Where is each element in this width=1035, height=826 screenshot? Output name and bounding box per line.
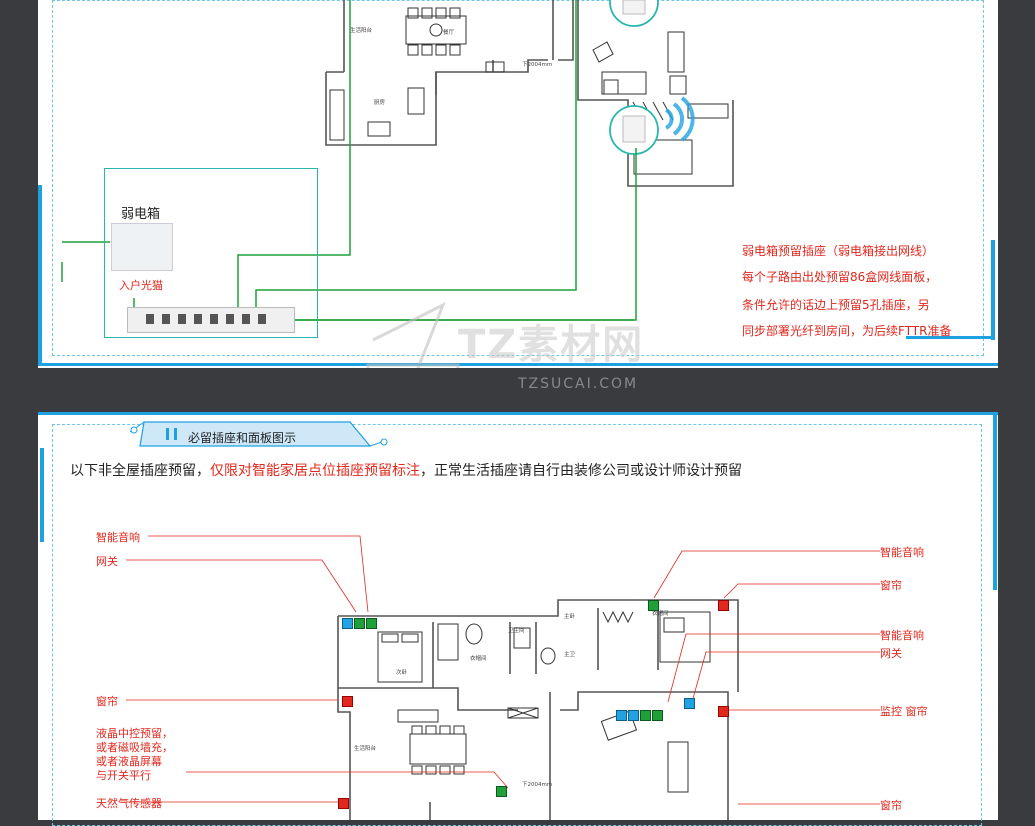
- watermark-brand: TZ素材网: [458, 322, 645, 368]
- left-accent-bar: [38, 185, 42, 365]
- speaker-marker: [640, 710, 651, 721]
- watermark-domain: TZSUCAI.COM: [518, 376, 639, 392]
- svg-text:厨房: 厨房: [374, 98, 386, 106]
- gateway-marker: [628, 710, 639, 721]
- bottom-accent-bar: [38, 363, 998, 366]
- intro-suffix: ，正常生活插座请自行由装修公司或设计师设计预留: [420, 463, 742, 479]
- note-line: 弱电箱预留插座（弱电箱接出网线）: [742, 244, 935, 258]
- label-curtain: 窗帘: [880, 799, 902, 812]
- weak-box-label: 弱电箱: [121, 207, 161, 222]
- gateway-marker: [342, 618, 353, 629]
- label-smart-speaker: 智能音响: [96, 531, 140, 544]
- label-gateway: 网关: [880, 647, 902, 660]
- label-monitor-curtain: 监控 窗帘: [880, 705, 928, 718]
- label-lcd-control: 或者液晶屏幕: [96, 755, 162, 768]
- left-accent-bar: [40, 448, 44, 542]
- svg-text:生活阳台: 生活阳台: [350, 26, 373, 34]
- top-accent-bar: [38, 412, 998, 415]
- speaker-marker: [354, 618, 365, 629]
- svg-text:卫生间: 卫生间: [508, 626, 525, 634]
- intro-highlight: 仅限对智能家居点位插座预留标注: [210, 463, 420, 479]
- svg-text:主卧: 主卧: [564, 612, 576, 620]
- label-lcd-control: 或者磁吸墙充，: [96, 741, 173, 754]
- fiber-modem-image: [111, 223, 173, 271]
- tab-title: 必留插座和面板图示: [188, 431, 297, 445]
- floor-plan-upper: 生活阳台 餐厅 厨房 下2004mm: [61, 0, 734, 368]
- speaker-marker: [652, 710, 663, 721]
- curtain-marker: [342, 696, 353, 707]
- label-lcd-control: 与开关平行: [96, 769, 151, 782]
- svg-text:下2004mm: 下2004mm: [522, 781, 552, 788]
- svg-text:衣帽间: 衣帽间: [470, 654, 487, 662]
- network-plan-panel: 生活阳台 餐厅 厨房 下2004mm 弱电箱 入户光猫: [38, 0, 998, 368]
- network-switch-image: [127, 307, 295, 333]
- intro-prefix: 以下非全屋插座预留，: [70, 463, 210, 479]
- svg-text:衣帽间: 衣帽间: [652, 609, 669, 617]
- label-gas-sensor: 天然气传感器: [96, 797, 162, 810]
- monitor-marker: [684, 698, 695, 709]
- svg-text:下2004mm: 下2004mm: [522, 61, 552, 68]
- svg-text:次卧: 次卧: [396, 668, 408, 676]
- curtain-marker: [718, 706, 729, 717]
- tab-header-decor: [130, 421, 388, 447]
- right-accent-line: [906, 336, 994, 339]
- label-lcd-control: 液晶中控预留，: [96, 727, 173, 740]
- label-curtain: 窗帘: [96, 695, 118, 708]
- gas-sensor-marker: [338, 798, 349, 809]
- socket-reservation-panel: 必留插座和面板图示 以下非全屋插座预留，仅限对智能家居点位插座预留标注，正常生活…: [38, 412, 998, 826]
- gateway-marker: [616, 710, 627, 721]
- note-line: 同步部署光纤到房间，为后续FTTR准备: [742, 324, 952, 338]
- speaker-marker: [648, 600, 659, 611]
- intro-text: 以下非全屋插座预留，仅限对智能家居点位插座预留标注，正常生活插座请自行由装修公司…: [70, 460, 742, 480]
- right-accent-bar: [993, 412, 997, 590]
- weak-current-box: 弱电箱 入户光猫: [104, 168, 318, 338]
- svg-text:餐厅: 餐厅: [443, 28, 455, 36]
- label-smart-speaker: 智能音响: [880, 546, 924, 559]
- svg-text:主卫: 主卫: [564, 650, 576, 658]
- label-smart-speaker: 智能音响: [880, 629, 924, 642]
- speaker-marker: [366, 618, 377, 629]
- right-accent-bar: [991, 240, 995, 340]
- lcd-control-marker: [496, 786, 507, 797]
- note-line: 条件允许的话边上预留5孔插座，另: [742, 298, 930, 312]
- floor-plan-lower: 次卧 衣帽间 卫生间 主卫 衣帽间 主卧 生活阳台 下2004mm: [126, 535, 880, 820]
- label-curtain: 窗帘: [880, 579, 902, 592]
- dashed-frame: [52, 0, 984, 356]
- curtain-marker: [718, 600, 729, 611]
- svg-text:生活阳台: 生活阳台: [354, 744, 377, 752]
- fiber-box-label: 入户光猫: [119, 279, 163, 292]
- label-gateway: 网关: [96, 555, 118, 568]
- note-line: 每个子路由出处预留86盒网线面板，: [742, 270, 938, 284]
